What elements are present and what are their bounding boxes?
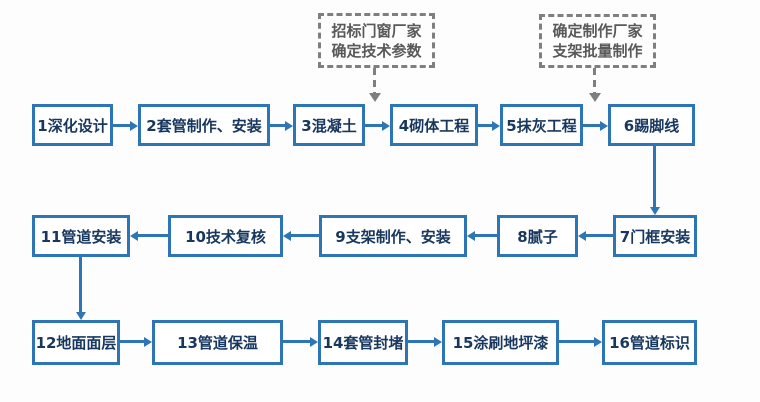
step-box-10: 10技术复核: [168, 215, 283, 257]
connector-step2-step3: [270, 124, 285, 127]
step-label: 14套管封堵: [322, 334, 404, 352]
step-box-8: 8腻子: [497, 215, 578, 257]
step-label: 7门框安装: [619, 227, 691, 246]
step-box-13: 13管道保温: [152, 320, 283, 365]
step-label: 6踢脚线: [623, 116, 680, 135]
step-box-16: 16管道标识: [602, 320, 697, 365]
step-label: 1深化设计: [37, 116, 108, 135]
connector-step1-step2: [113, 124, 130, 127]
step-label: 9支架制作、安装: [335, 227, 451, 246]
annotation-box-bidding: 招标门窗厂家 确定技术参数: [318, 13, 435, 68]
connector-step15-step16: [559, 340, 594, 343]
connector-step5-step6: [583, 124, 600, 127]
step-label: 11管道安装: [40, 227, 122, 246]
annotation-box-fabrication: 确定制作厂家 支架批量制作: [539, 14, 656, 68]
connector-step12-step13: [120, 340, 144, 343]
step-box-3: 3混凝土: [293, 104, 365, 146]
annotation-arrow-down-2: [593, 68, 596, 93]
step-label: 8腻子: [517, 227, 558, 246]
annotation-line: 确定制作厂家: [552, 22, 643, 40]
annotation-arrow-down-1: [373, 68, 376, 93]
step-box-12: 12地面面层: [32, 320, 120, 365]
connector-step6-step7: [653, 146, 656, 207]
step-box-15: 15涂刷地坪漆: [442, 320, 559, 365]
annotation-line: 确定技术参数: [331, 41, 422, 60]
step-label: 15涂刷地坪漆: [452, 334, 549, 352]
step-box-6: 6踢脚线: [608, 104, 695, 146]
connector-step9-step10: [291, 234, 319, 237]
step-box-7: 7门框安装: [613, 215, 697, 257]
connector-step3-step4: [365, 124, 382, 127]
connector-step14-step15: [408, 340, 434, 343]
connector-step8-step9: [475, 234, 497, 237]
step-box-5: 5抹灰工程: [500, 104, 583, 146]
connector-step7-step8: [586, 234, 613, 237]
step-box-9: 9支架制作、安装: [319, 215, 467, 257]
step-label: 12地面面层: [35, 334, 117, 352]
step-label: 5抹灰工程: [506, 116, 577, 135]
connector-step13-step14: [283, 340, 310, 343]
step-box-14: 14套管封堵: [318, 320, 408, 365]
step-label: 16管道标识: [609, 334, 690, 352]
annotation-line: 支架批量制作: [552, 42, 643, 60]
step-label: 2套管制作、安装: [146, 116, 262, 135]
step-box-2: 2套管制作、安装: [138, 104, 270, 146]
connector-step4-step5: [478, 124, 492, 127]
step-box-1: 1深化设计: [32, 104, 113, 146]
step-box-4: 4砌体工程: [390, 104, 478, 146]
step-label: 4砌体工程: [398, 116, 470, 135]
step-label: 3混凝土: [301, 116, 357, 135]
connector-step11-step12: [79, 257, 82, 312]
step-label: 13管道保温: [177, 334, 258, 352]
annotation-line: 招标门窗厂家: [331, 21, 422, 40]
connector-step10-step11: [138, 234, 168, 237]
step-label: 10技术复核: [185, 227, 266, 246]
step-box-11: 11管道安装: [32, 215, 130, 257]
